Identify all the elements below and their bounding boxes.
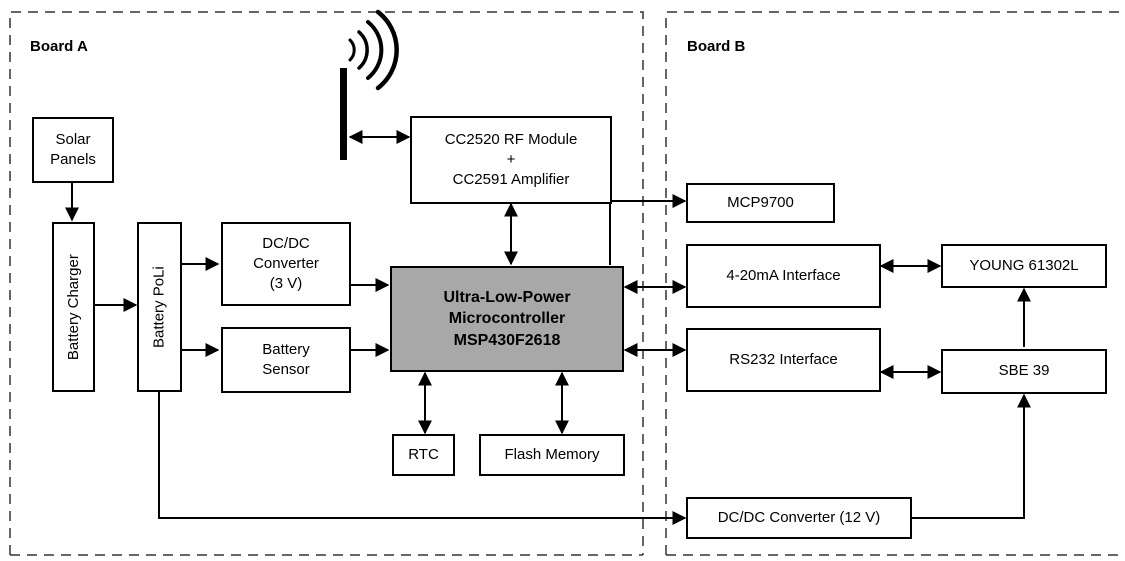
- rtc-block: RTC: [392, 434, 455, 476]
- connections: [65, 130, 1031, 525]
- radio-waves-icon: [348, 9, 399, 91]
- battery-charger-label: Battery Charger: [64, 254, 82, 360]
- interface-4-20ma-block: 4-20mA Interface: [686, 244, 881, 308]
- solar-panels-block: Solar Panels: [32, 117, 114, 183]
- dcdc-12v-block: DC/DC Converter (12 V): [686, 497, 912, 539]
- dcdc-3v-block: DC/DC Converter (3 V): [221, 222, 351, 306]
- link-battery-dcdc12v: [158, 391, 687, 525]
- sbe39-block: SBE 39: [941, 349, 1107, 394]
- rs232-interface-block: RS232 Interface: [686, 328, 881, 392]
- battery-charger-block: Battery Charger: [52, 222, 95, 392]
- mcp9700-block: MCP9700: [686, 183, 835, 223]
- link-mcu-mcp9700: [609, 194, 687, 265]
- antenna-icon: [340, 68, 347, 160]
- battery-poli-label: Battery PoLi: [150, 266, 168, 348]
- board-b-boundary: [665, 11, 1125, 556]
- battery-sensor-block: Battery Sensor: [221, 327, 351, 393]
- young-61302l-block: YOUNG 61302L: [941, 244, 1107, 288]
- rf-module-block: CC2520 RF Module + CC2591 Amplifier: [410, 116, 612, 204]
- microcontroller-block: Ultra-Low-Power Microcontroller MSP430F2…: [390, 266, 624, 372]
- link-dcdc12v-sbe: [912, 393, 1031, 519]
- board-b-label: Board B: [687, 38, 746, 55]
- flash-memory-block: Flash Memory: [479, 434, 625, 476]
- battery-poli-block: Battery PoLi: [137, 222, 182, 392]
- board-a-label: Board A: [30, 38, 88, 55]
